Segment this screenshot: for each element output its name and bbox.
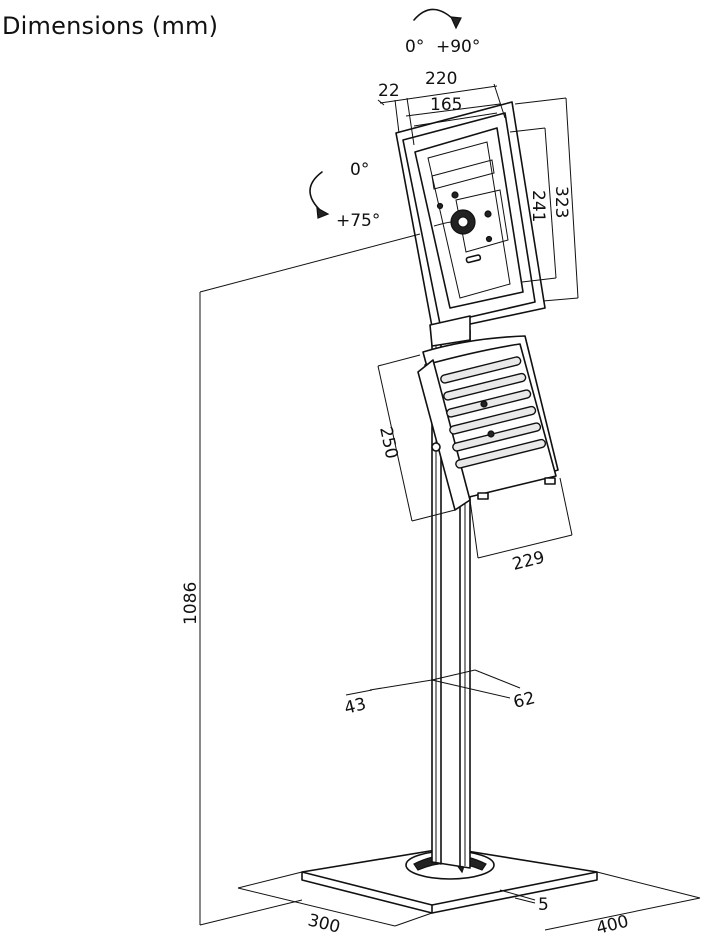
dimension-lines — [199, 83, 701, 931]
dim-base-thickness: 5 — [538, 895, 549, 915]
swivel-from-label: 0° — [405, 37, 424, 57]
swivel-to-label: +90° — [436, 37, 480, 57]
diagram-title: Dimensions (mm) — [2, 12, 219, 40]
dim-total-height: 1086 — [181, 582, 201, 625]
dim-base-width: 400 — [594, 912, 630, 939]
brochure-shelf — [417, 335, 559, 511]
dim-shelf-height: 250 — [375, 425, 401, 461]
tilt-arrow — [309, 171, 330, 219]
dim-shelf-width: 229 — [510, 548, 546, 575]
tilt-to-label: +75° — [336, 211, 380, 231]
swivel-arrow — [413, 8, 462, 30]
dim-base-depth: 300 — [306, 910, 342, 937]
shelf-slots — [440, 356, 547, 469]
tablet-frame — [395, 101, 546, 347]
dim-frame-height: 323 — [551, 186, 571, 218]
dim-pole-depth: 43 — [342, 694, 368, 719]
dim-inner-width: 165 — [430, 95, 462, 115]
tilt-from-label: 0° — [350, 160, 369, 180]
dim-frame-depth: 22 — [378, 81, 400, 101]
dim-inner-height: 241 — [528, 190, 548, 222]
dim-frame-width: 220 — [425, 69, 457, 89]
dim-pole-width: 62 — [511, 688, 537, 713]
